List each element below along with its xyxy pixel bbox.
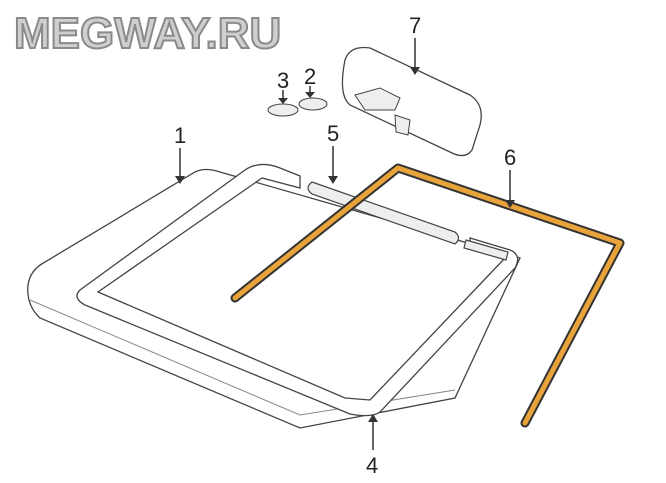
callout-5: 5 [327, 121, 339, 146]
callout-6: 6 [504, 145, 516, 170]
watermark-logo: MEGWAY.RU [14, 9, 281, 58]
windshield-molding [76, 163, 519, 417]
callout-3: 3 [277, 68, 289, 93]
upper-strip [307, 181, 460, 245]
arrowheads [175, 67, 515, 422]
callout-2: 2 [304, 64, 316, 89]
callout-4: 4 [366, 453, 378, 478]
glass-edge [29, 299, 456, 416]
callout-7: 7 [409, 13, 421, 38]
pad-2 [298, 97, 328, 111]
callout-1: 1 [174, 123, 186, 148]
windshield-glass [27, 168, 521, 429]
pad-3 [267, 103, 299, 117]
callout-arrows [179, 38, 511, 450]
small-strip [463, 239, 509, 261]
rearview-mirror [341, 46, 482, 157]
